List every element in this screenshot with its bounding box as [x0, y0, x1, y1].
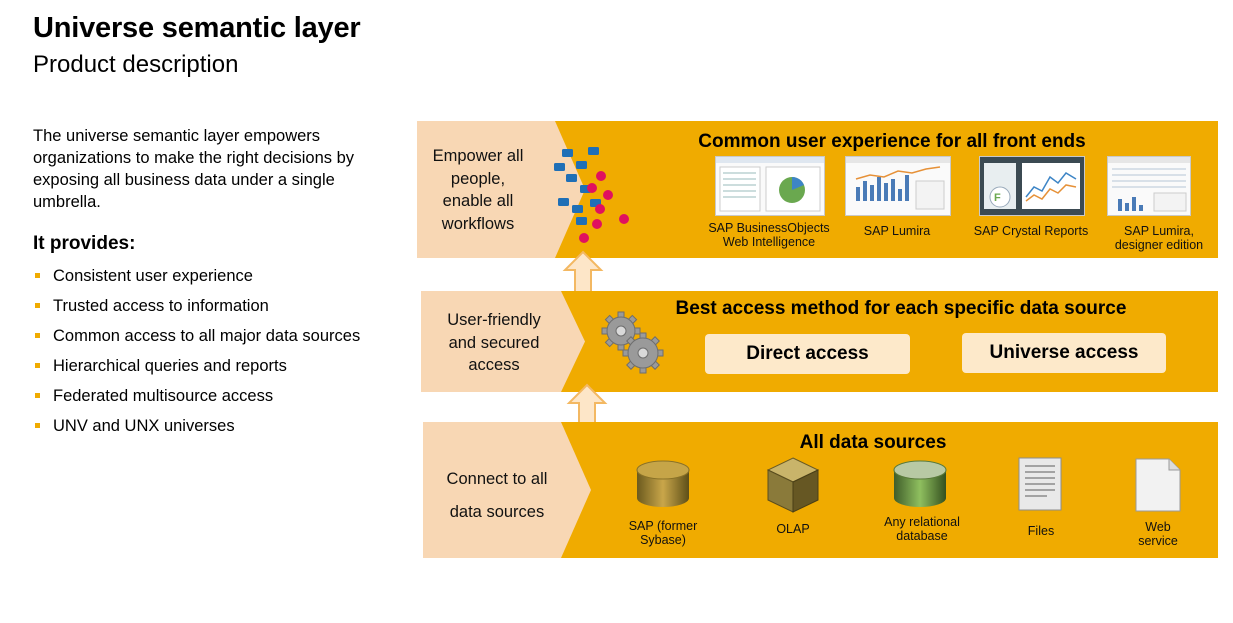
lumira-caption: SAP Lumira — [863, 224, 931, 238]
access-heading: Best access method for each specific dat… — [675, 298, 1127, 319]
data-dots-icon — [554, 147, 629, 243]
data-sources-heading: All data sources — [799, 432, 947, 453]
data-sources-band: Connect to all data sources All data sou… — [423, 422, 1218, 558]
lumira-designer-screenshot-icon — [1107, 156, 1191, 216]
crystal-reports-caption: SAP Crystal Reports — [973, 224, 1089, 238]
front-ends-heading: Common user experience for all front end… — [698, 131, 1086, 152]
up-arrow-icon — [566, 383, 608, 426]
lumira-designer-caption: SAP Lumira,designer edition — [1114, 224, 1204, 252]
webi-screenshot-icon — [715, 156, 825, 216]
feature-list-item: Federated multisource access — [33, 385, 373, 407]
web-service-page-icon — [1135, 458, 1181, 512]
olap-caption: OLAP — [776, 522, 810, 536]
feature-list-item: UNV and UNX universes — [33, 415, 373, 437]
files-caption: Files — [1027, 524, 1055, 538]
intro-paragraph: The universe semantic layer empowers org… — [33, 127, 355, 211]
access-band: User-friendly and secured access Be — [421, 291, 1218, 392]
universe-access-box: Universe access — [962, 333, 1166, 373]
provides-heading: It provides: — [33, 233, 136, 254]
up-arrow-icon — [562, 250, 604, 293]
front-ends-band: Empower all people, enable all workflows… — [417, 121, 1218, 258]
direct-access-box: Direct access — [705, 334, 910, 374]
data-sources-label: Connect to all data sources — [446, 470, 548, 521]
feature-list-item: Trusted access to information — [33, 295, 373, 317]
front-ends-label: Empower all people, enable all workflows — [432, 147, 524, 233]
crystal-reports-screenshot-icon: F — [979, 156, 1085, 216]
lumira-screenshot-icon — [845, 156, 951, 216]
page-subtitle: Product description — [33, 51, 239, 78]
olap-cube-icon — [766, 457, 820, 513]
front-ends-chevron — [417, 121, 585, 258]
feature-list-item: Hierarchical queries and reports — [33, 355, 373, 377]
svg-text:F: F — [994, 192, 1001, 204]
access-chevron — [421, 291, 585, 392]
feature-list: Consistent user experience Trusted acces… — [33, 265, 373, 445]
feature-list-item: Common access to all major data sources — [33, 325, 373, 347]
database-cylinder-icon — [636, 460, 690, 507]
page-title: Universe semantic layer — [33, 12, 361, 44]
relational-db-icon — [893, 460, 947, 507]
gears-icon — [601, 311, 664, 374]
data-sources-chevron — [423, 422, 591, 558]
access-label: User-friendly and secured access — [447, 311, 541, 374]
feature-list-item: Consistent user experience — [33, 265, 373, 287]
file-document-icon — [1018, 457, 1062, 511]
